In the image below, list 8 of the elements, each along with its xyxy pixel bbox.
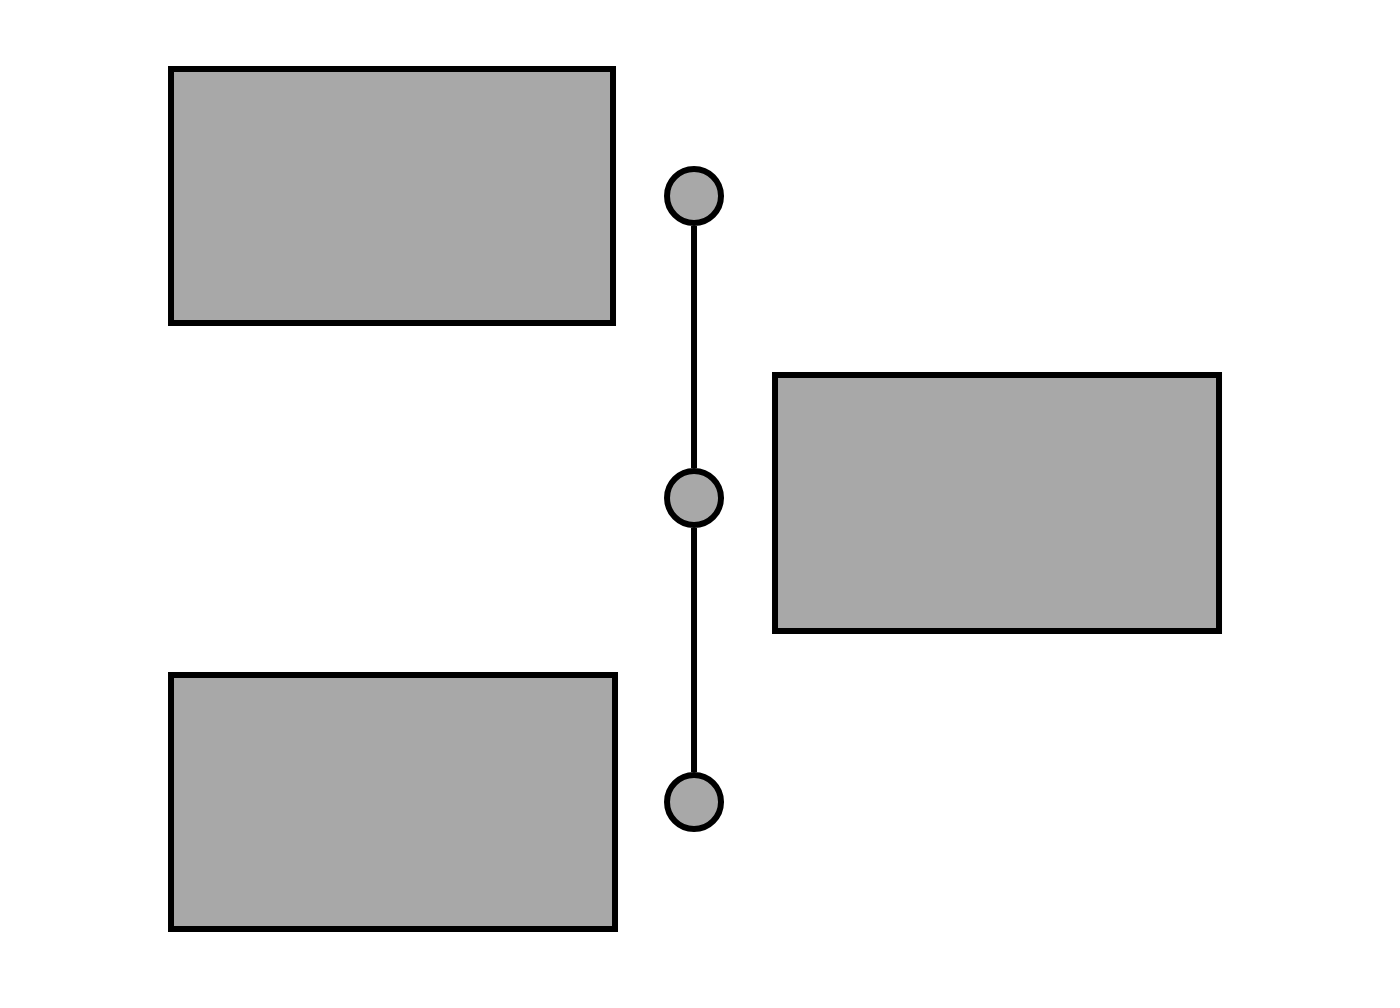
empty-box <box>772 372 1222 634</box>
empty-box <box>168 66 616 326</box>
connector-line <box>691 528 697 772</box>
circle-node <box>664 166 724 226</box>
circle-node <box>664 772 724 832</box>
empty-box <box>168 672 618 932</box>
connector-line <box>691 226 697 468</box>
circle-node <box>664 468 724 528</box>
